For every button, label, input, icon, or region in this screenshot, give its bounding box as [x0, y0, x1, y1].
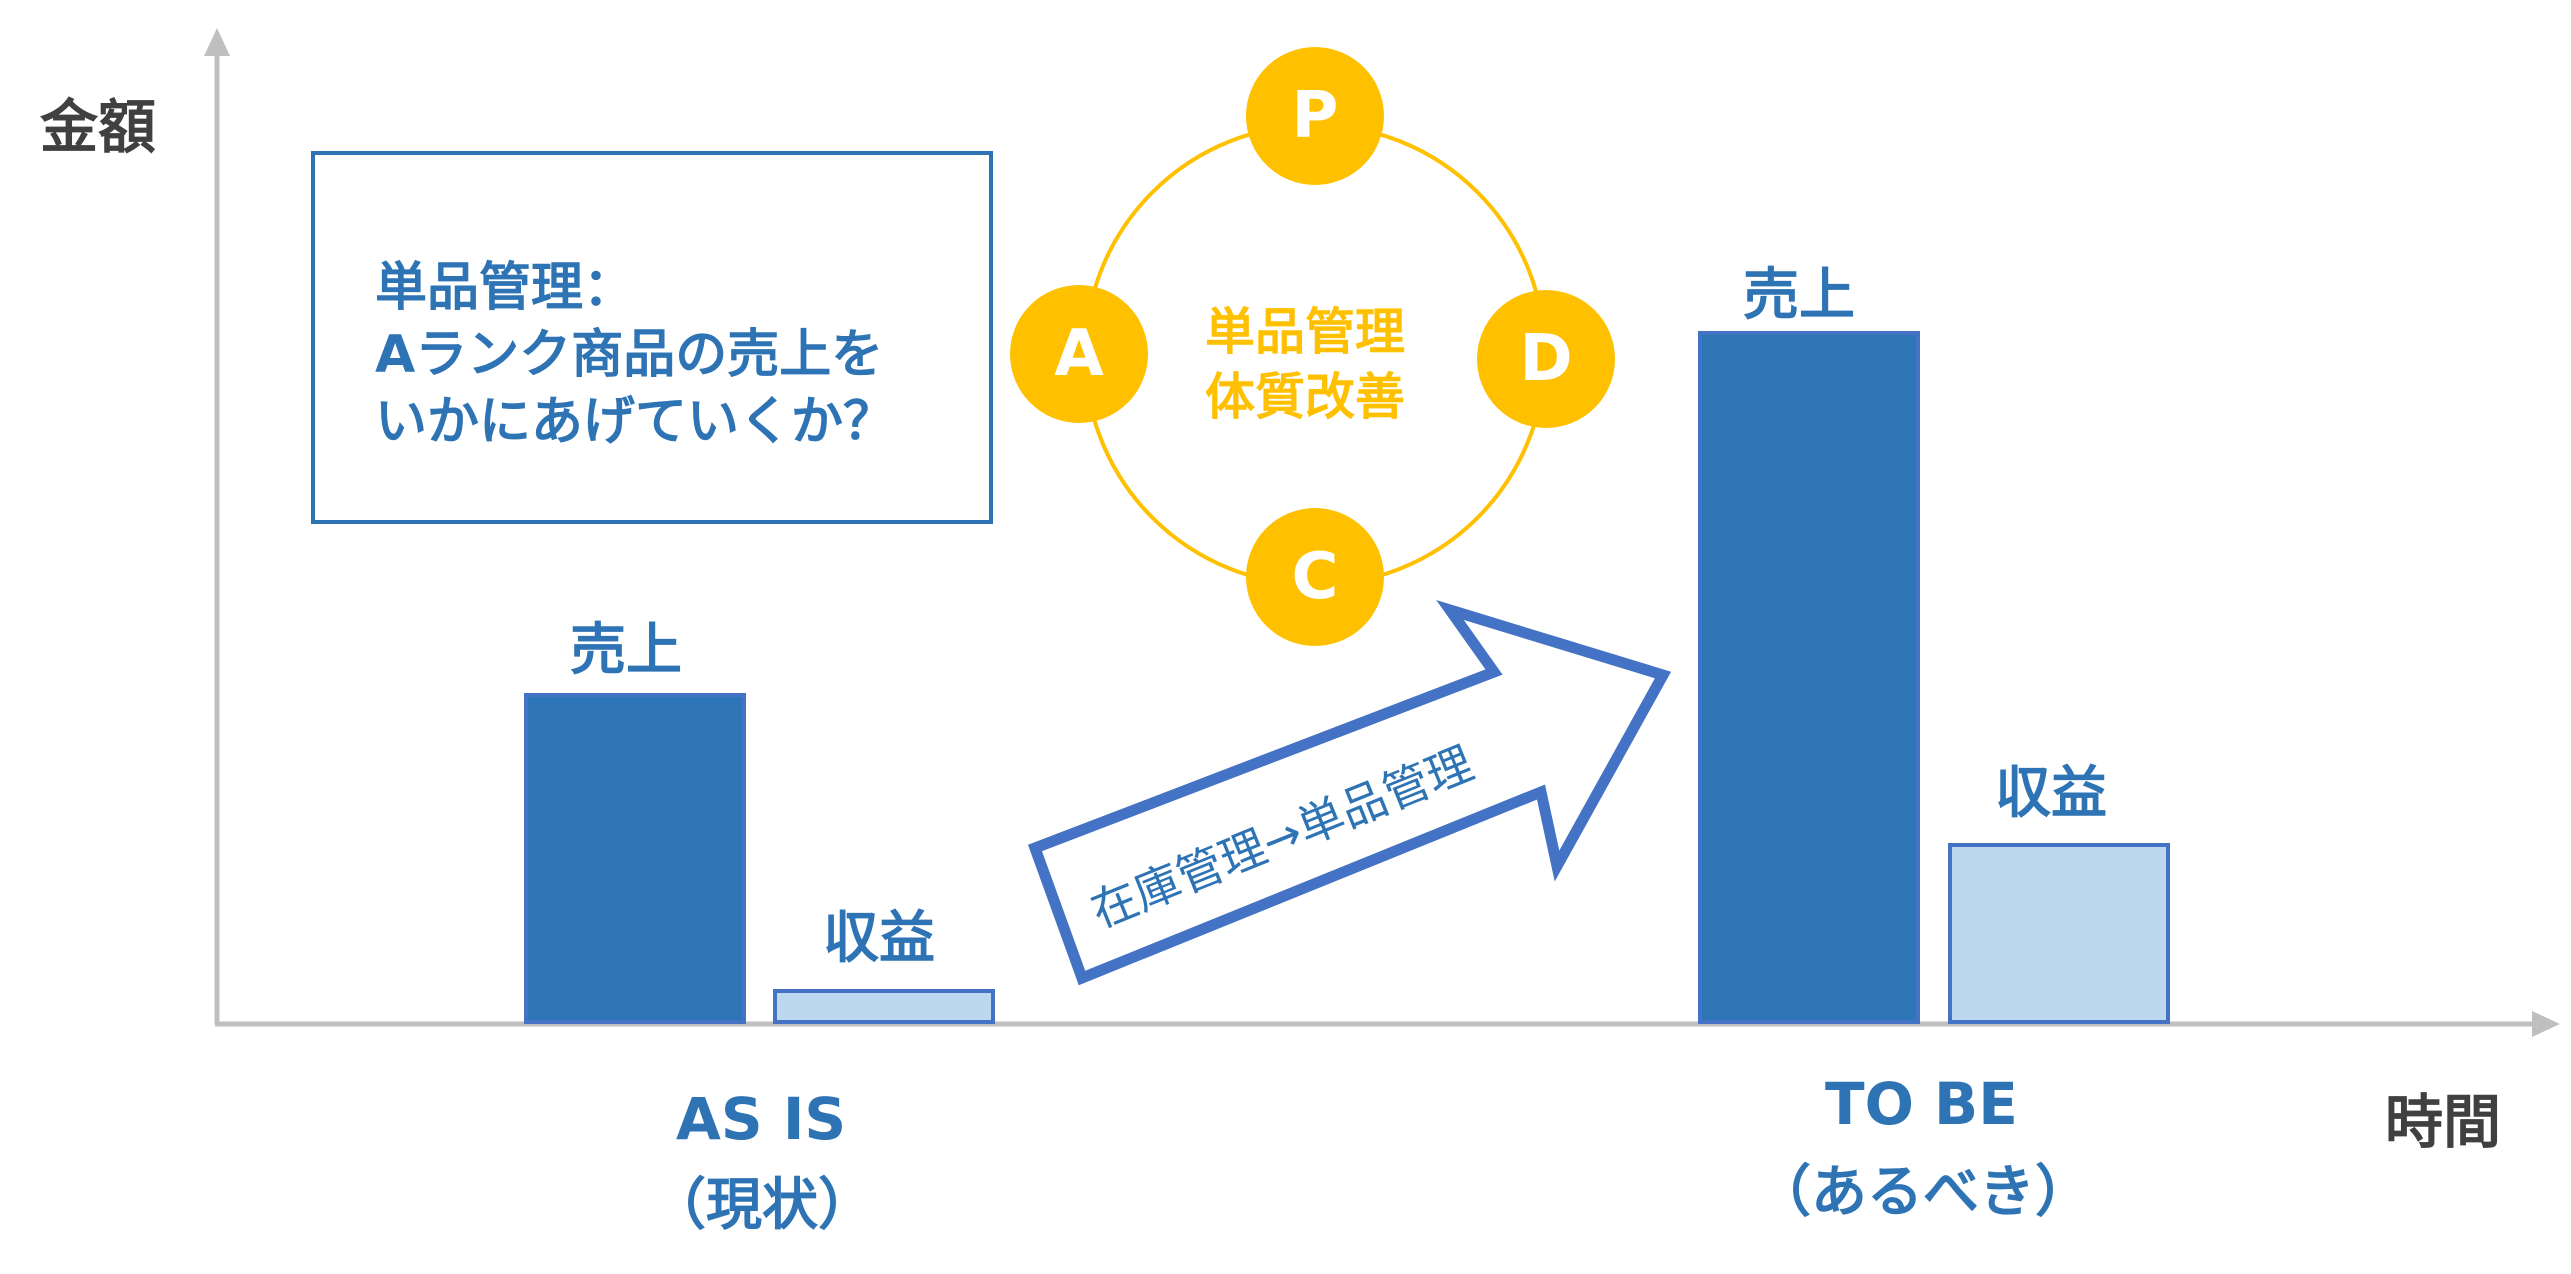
question-line-2: Aランク商品の売上を [375, 325, 884, 385]
as-is-category-sublabel: （現状） [650, 1173, 874, 1238]
bar-to-be-profit [1948, 843, 2170, 1024]
x-axis [215, 1011, 2560, 1037]
to-be-category-label: TO BE [1825, 1070, 2018, 1138]
to-be-category-sublabel: （あるべき） [1755, 1160, 2091, 1225]
bar-as-is-profit [773, 988, 995, 1024]
as-is-category-label: AS IS [676, 1085, 847, 1153]
question-line-1: 単品管理： [375, 258, 636, 318]
pdca-act-node: A [1010, 285, 1148, 423]
pdca-center-line-1: 単品管理 [1205, 303, 1405, 361]
pdca-center-line-2: 体質改善 [1205, 368, 1405, 426]
bar-to-be-sales [1698, 331, 1920, 1024]
y-axis [204, 28, 230, 1024]
question-line-3: いかにあげていくか？ [375, 392, 896, 452]
as-is-sales-label: 売上 [570, 618, 682, 683]
x-axis-label: 時間 [2385, 1088, 2502, 1156]
pdca-plan-node: P [1246, 47, 1384, 185]
pdca-check-node: C [1246, 508, 1384, 646]
as-is-profit-label: 収益 [823, 906, 935, 971]
pdca-do-node: D [1477, 290, 1615, 428]
bar-as-is-sales [524, 692, 746, 1024]
question-box: 単品管理： Aランク商品の売上を いかにあげていくか？ [311, 151, 993, 524]
to-be-sales-label: 売上 [1743, 263, 1855, 328]
to-be-profit-label: 収益 [1995, 761, 2107, 826]
y-axis-label: 金額 [40, 93, 157, 161]
